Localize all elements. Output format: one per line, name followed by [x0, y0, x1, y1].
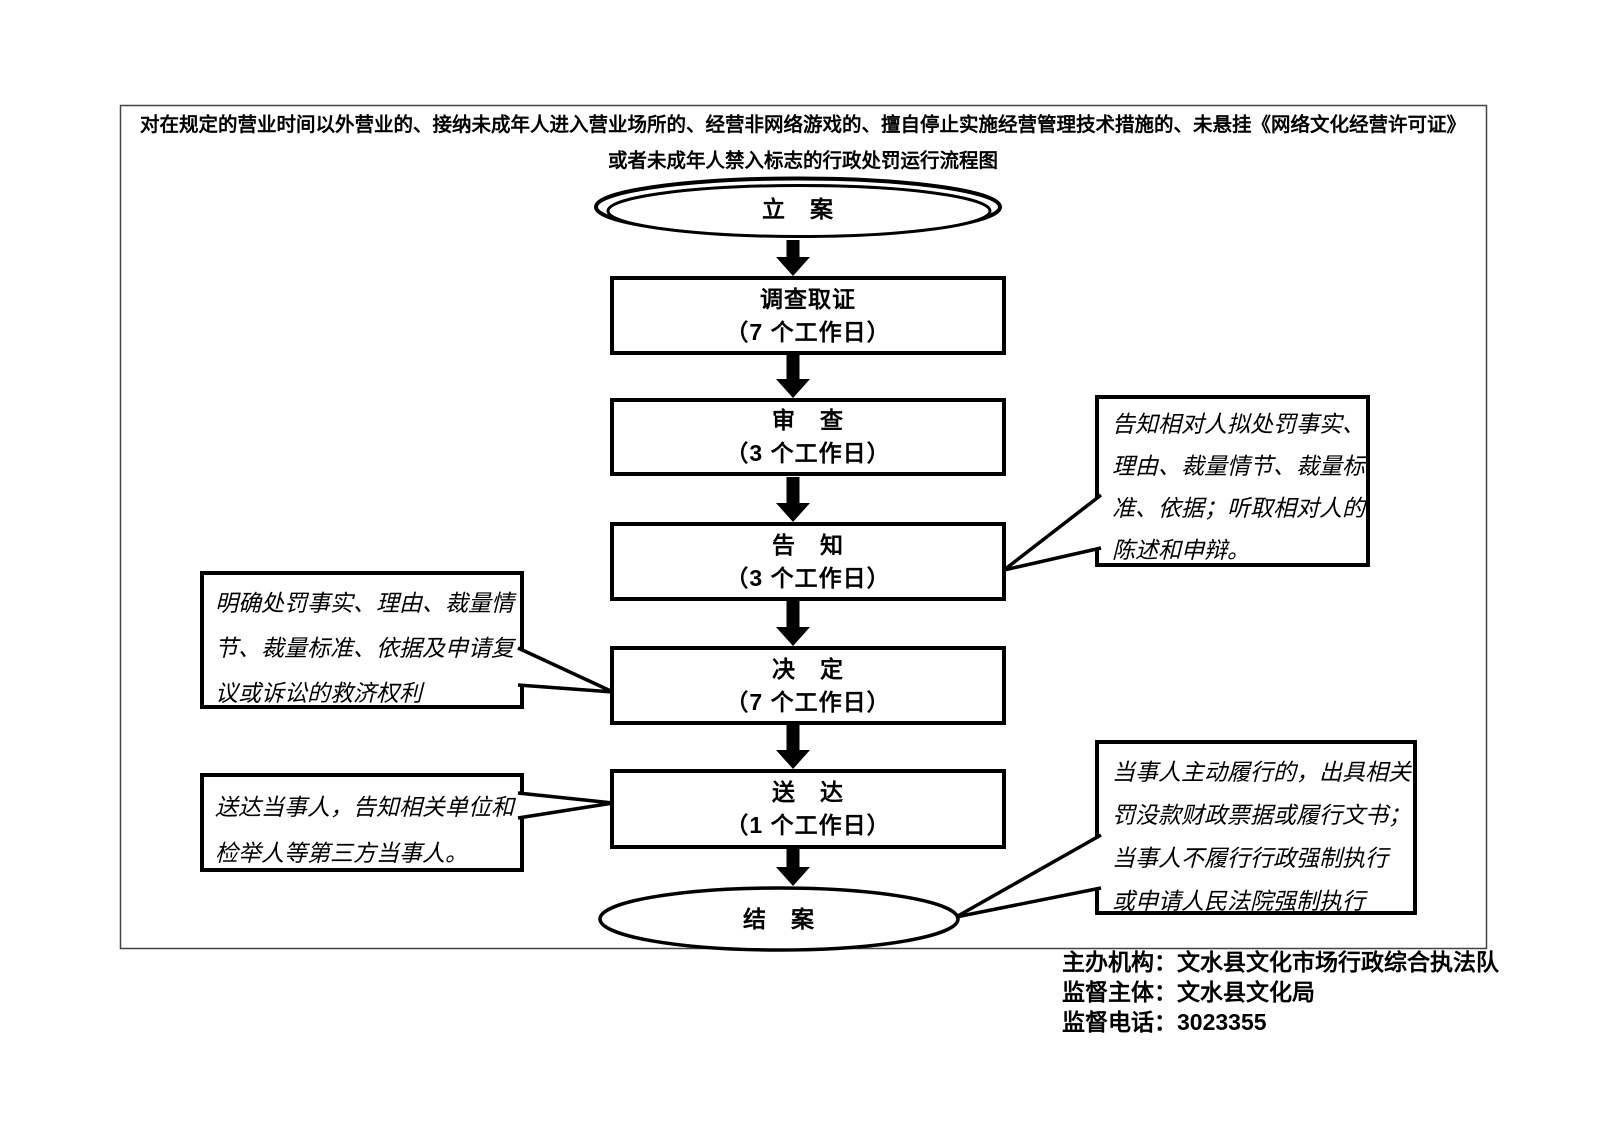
step-box-notification — [610, 522, 1006, 601]
end-label: 结 案 — [743, 905, 815, 932]
arrow-down-1 — [776, 240, 810, 276]
arrow-down-5 — [776, 725, 810, 769]
callout-decision-line: 议或诉讼的救济权利 — [215, 681, 422, 707]
step-review-duration: （3 个工作日） — [725, 440, 891, 466]
callout-box-delivery — [200, 773, 524, 872]
step-delivery: 送 达 （1 个工作日） — [612, 771, 1004, 847]
arrow-down-3 — [776, 477, 810, 522]
callout-notice-line: 理由、裁量情节、裁量标 — [1112, 454, 1365, 480]
footer-phone: 监督电话：3023355 — [1062, 1009, 1267, 1035]
callout-delivery-text: 送达当事人，告知相关单位和 检举人等第三方当事人。 — [215, 785, 514, 877]
step-review-label: 审 查 — [772, 407, 844, 433]
step-delivery-label: 送 达 — [772, 779, 844, 805]
step-notification: 告 知 （3 个工作日） — [612, 524, 1004, 599]
step-investigation-duration: （7 个工作日） — [725, 318, 891, 345]
diagram-title-line2: 或者未成年人禁入标志的行政处罚运行流程图 — [607, 150, 998, 172]
step-box-investigation — [610, 276, 1006, 355]
start-ellipse-inner — [606, 184, 992, 238]
callout-closing-line: 当事人主动履行的，出具相关 — [1112, 760, 1411, 786]
callout-delivery-line: 送达当事人，告知相关单位和 — [215, 795, 514, 821]
callout-box-decision — [200, 571, 524, 709]
callout-notice-line: 陈述和申辩。 — [1112, 538, 1250, 564]
step-investigation-label: 调查取证 — [760, 285, 856, 312]
step-box-delivery — [610, 769, 1006, 849]
arrow-down-6 — [776, 849, 810, 886]
start-node-label: 立 案 — [598, 181, 998, 237]
callout-notice-line: 准、依据；听取相对人的 — [1112, 496, 1365, 522]
start-label: 立 案 — [762, 195, 834, 222]
callout-closing-text: 当事人主动履行的，出具相关 罚没款财政票据或履行文书； 当事人不履行行政强制执行… — [1112, 752, 1411, 924]
step-notification-duration: （3 个工作日） — [725, 564, 891, 591]
callout-tail-decision — [517, 646, 614, 694]
step-decision: 决 定 （7 个工作日） — [612, 648, 1004, 723]
callout-closing-line: 罚没款财政票据或履行文书； — [1112, 803, 1411, 829]
step-box-decision — [610, 646, 1006, 725]
callout-closing-line: 或申请人民法院强制执行 — [1112, 889, 1365, 915]
step-decision-label: 决 定 — [772, 655, 844, 682]
callout-notice-line: 告知相对人拟处罚事实、 — [1112, 412, 1365, 438]
callout-delivery-line: 检举人等第三方当事人。 — [215, 841, 468, 867]
step-notification-label: 告 知 — [772, 531, 844, 558]
step-investigation: 调查取证 （7 个工作日） — [612, 278, 1004, 353]
diagram-title: 对在规定的营业时间以外营业的、接纳未成年人进入营业场所的、经营非网络游戏的、擅自… — [128, 107, 1478, 179]
callout-decision-text: 明确处罚事实、理由、裁量情 节、裁量标准、依据及申请复 议或诉讼的救济权利 — [215, 582, 514, 717]
arrow-down-2 — [776, 355, 810, 398]
step-box-review — [610, 398, 1006, 476]
callout-decision-line: 节、裁量标准、依据及申请复 — [215, 636, 514, 662]
end-ellipse — [598, 886, 960, 952]
callout-tail-delivery — [517, 791, 614, 820]
footer-info: 主办机构：文水县文化市场行政综合执法队 监督主体：文水县文化局 监督电话：302… — [1062, 947, 1499, 1037]
step-review: 审 查 （3 个工作日） — [612, 400, 1004, 474]
callout-box-notice — [1095, 395, 1370, 567]
callout-tail-notice — [1002, 493, 1103, 572]
callout-tail-closing — [955, 833, 1102, 919]
step-delivery-duration: （1 个工作日） — [725, 812, 891, 838]
footer-supervisor: 监督主体：文水县文化局 — [1062, 979, 1315, 1005]
callout-closing-line: 当事人不履行行政强制执行 — [1112, 846, 1388, 872]
arrow-down-4 — [776, 601, 810, 646]
callout-decision-line: 明确处罚事实、理由、裁量情 — [215, 591, 514, 617]
footer-organizer: 主办机构：文水县文化市场行政综合执法队 — [1062, 949, 1499, 975]
callout-box-closing — [1095, 740, 1417, 915]
step-decision-duration: （7 个工作日） — [725, 688, 891, 715]
callout-notice-text: 告知相对人拟处罚事实、 理由、裁量情节、裁量标 准、依据；听取相对人的 陈述和申… — [1112, 404, 1365, 572]
diagram-title-line1: 对在规定的营业时间以外营业的、接纳未成年人进入营业场所的、经营非网络游戏的、擅自… — [139, 114, 1466, 136]
end-node-label: 结 案 — [601, 889, 957, 949]
